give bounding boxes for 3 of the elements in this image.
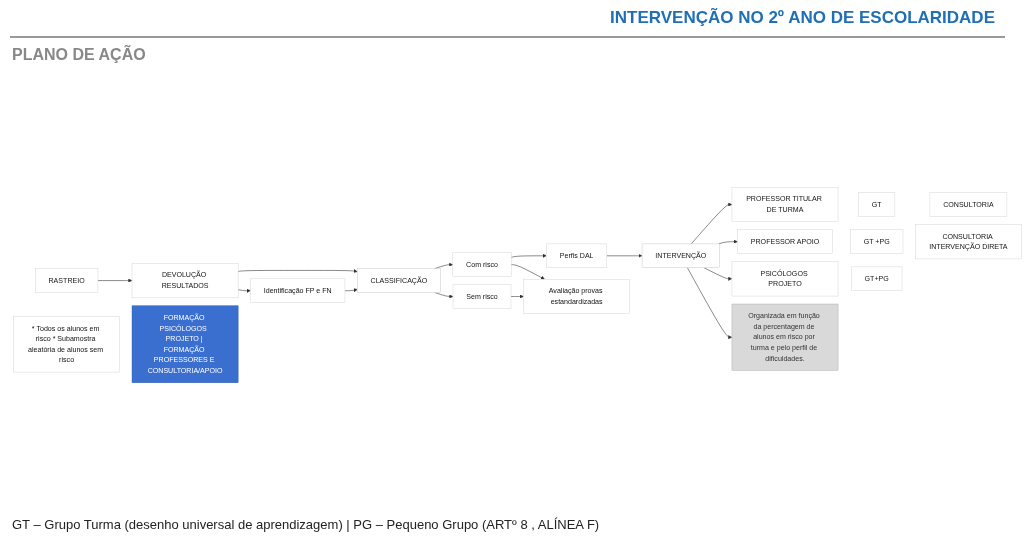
diagram-title: INTERVENÇÃO NO 2º ANO DE ESCOLARIDADE	[610, 8, 995, 28]
footnote: GT – Grupo Turma (desenho universal de aprendizagem) | PG – Pequeno Grupo (ARTº 8 , ALÍNEA F)	[12, 517, 600, 532]
section-heading: PLANO DE AÇÃO	[12, 46, 146, 64]
